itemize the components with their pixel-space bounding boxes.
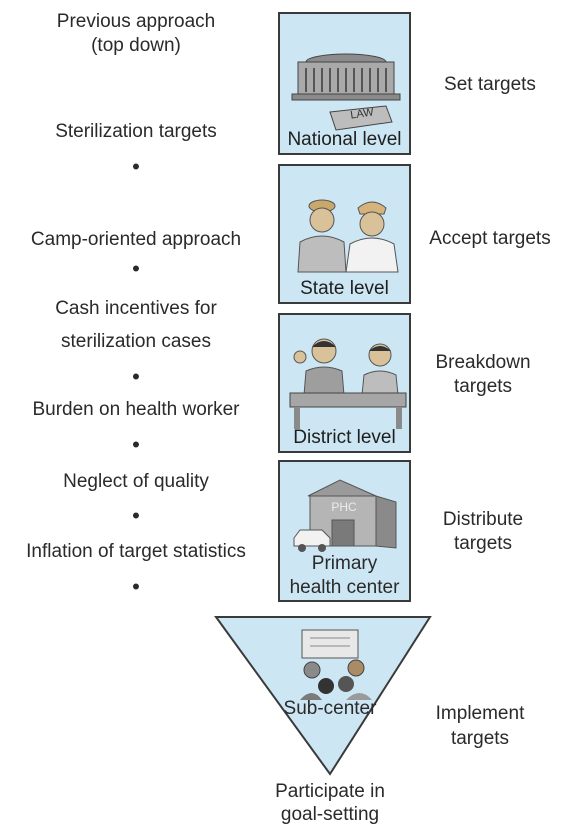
previous-approach-heading-line2: (top down) xyxy=(91,35,181,56)
breakdown-targets-line1: Breakdown xyxy=(435,352,531,373)
district-officials-icon xyxy=(289,338,407,429)
item-cash-incentives-line2: sterilization cases xyxy=(61,331,211,352)
bullet: • xyxy=(132,503,140,528)
district-level-box: District level xyxy=(278,313,411,453)
previous-approach-heading-line1: Previous approach xyxy=(56,11,216,32)
state-officials-icon xyxy=(297,199,399,273)
bullet: • xyxy=(132,432,140,457)
health-center-building-icon xyxy=(293,479,397,552)
bullet: • xyxy=(132,256,140,281)
national-level-label: National level xyxy=(287,129,402,150)
distribute-targets-line1: Distribute xyxy=(442,509,524,530)
accept-targets-label: Accept targets xyxy=(429,228,551,249)
bullet: • xyxy=(132,154,140,179)
item-cash-incentives-line1: Cash incentives for xyxy=(55,298,217,319)
participate-line1: Participate in xyxy=(275,781,385,802)
state-level-box: State level xyxy=(278,164,411,304)
distribute-targets-line2: targets xyxy=(453,533,513,554)
implement-targets-line2: targets xyxy=(450,728,510,749)
primary-health-center-box: PHC Primary health center xyxy=(278,460,411,602)
sub-center-label: Sub-center xyxy=(283,698,377,719)
item-inflation-of-target-statistics: Inflation of target statistics xyxy=(26,541,246,562)
participate-line2: goal-setting xyxy=(280,804,380,825)
bullet: • xyxy=(132,574,140,599)
item-camp-oriented-approach: Camp-oriented approach xyxy=(30,229,242,250)
item-neglect-of-quality: Neglect of quality xyxy=(63,471,209,492)
bullet: • xyxy=(132,364,140,389)
phc-sign: PHC xyxy=(331,500,357,514)
item-sterilization-targets: Sterilization targets xyxy=(55,121,217,142)
phc-label-line1: Primary xyxy=(311,553,378,574)
district-level-label: District level xyxy=(293,427,396,448)
meeting-group-icon xyxy=(300,629,372,700)
phc-label-line2: health center xyxy=(289,577,400,598)
parliament-building-icon xyxy=(291,53,401,131)
item-burden-on-health-worker: Burden on health worker xyxy=(32,399,240,420)
implement-targets-line1: Implement xyxy=(435,703,525,724)
national-level-box: LAW National level xyxy=(278,12,411,155)
breakdown-targets-line2: targets xyxy=(453,376,513,397)
set-targets-label: Set targets xyxy=(444,74,536,95)
state-level-label: State level xyxy=(300,278,389,299)
